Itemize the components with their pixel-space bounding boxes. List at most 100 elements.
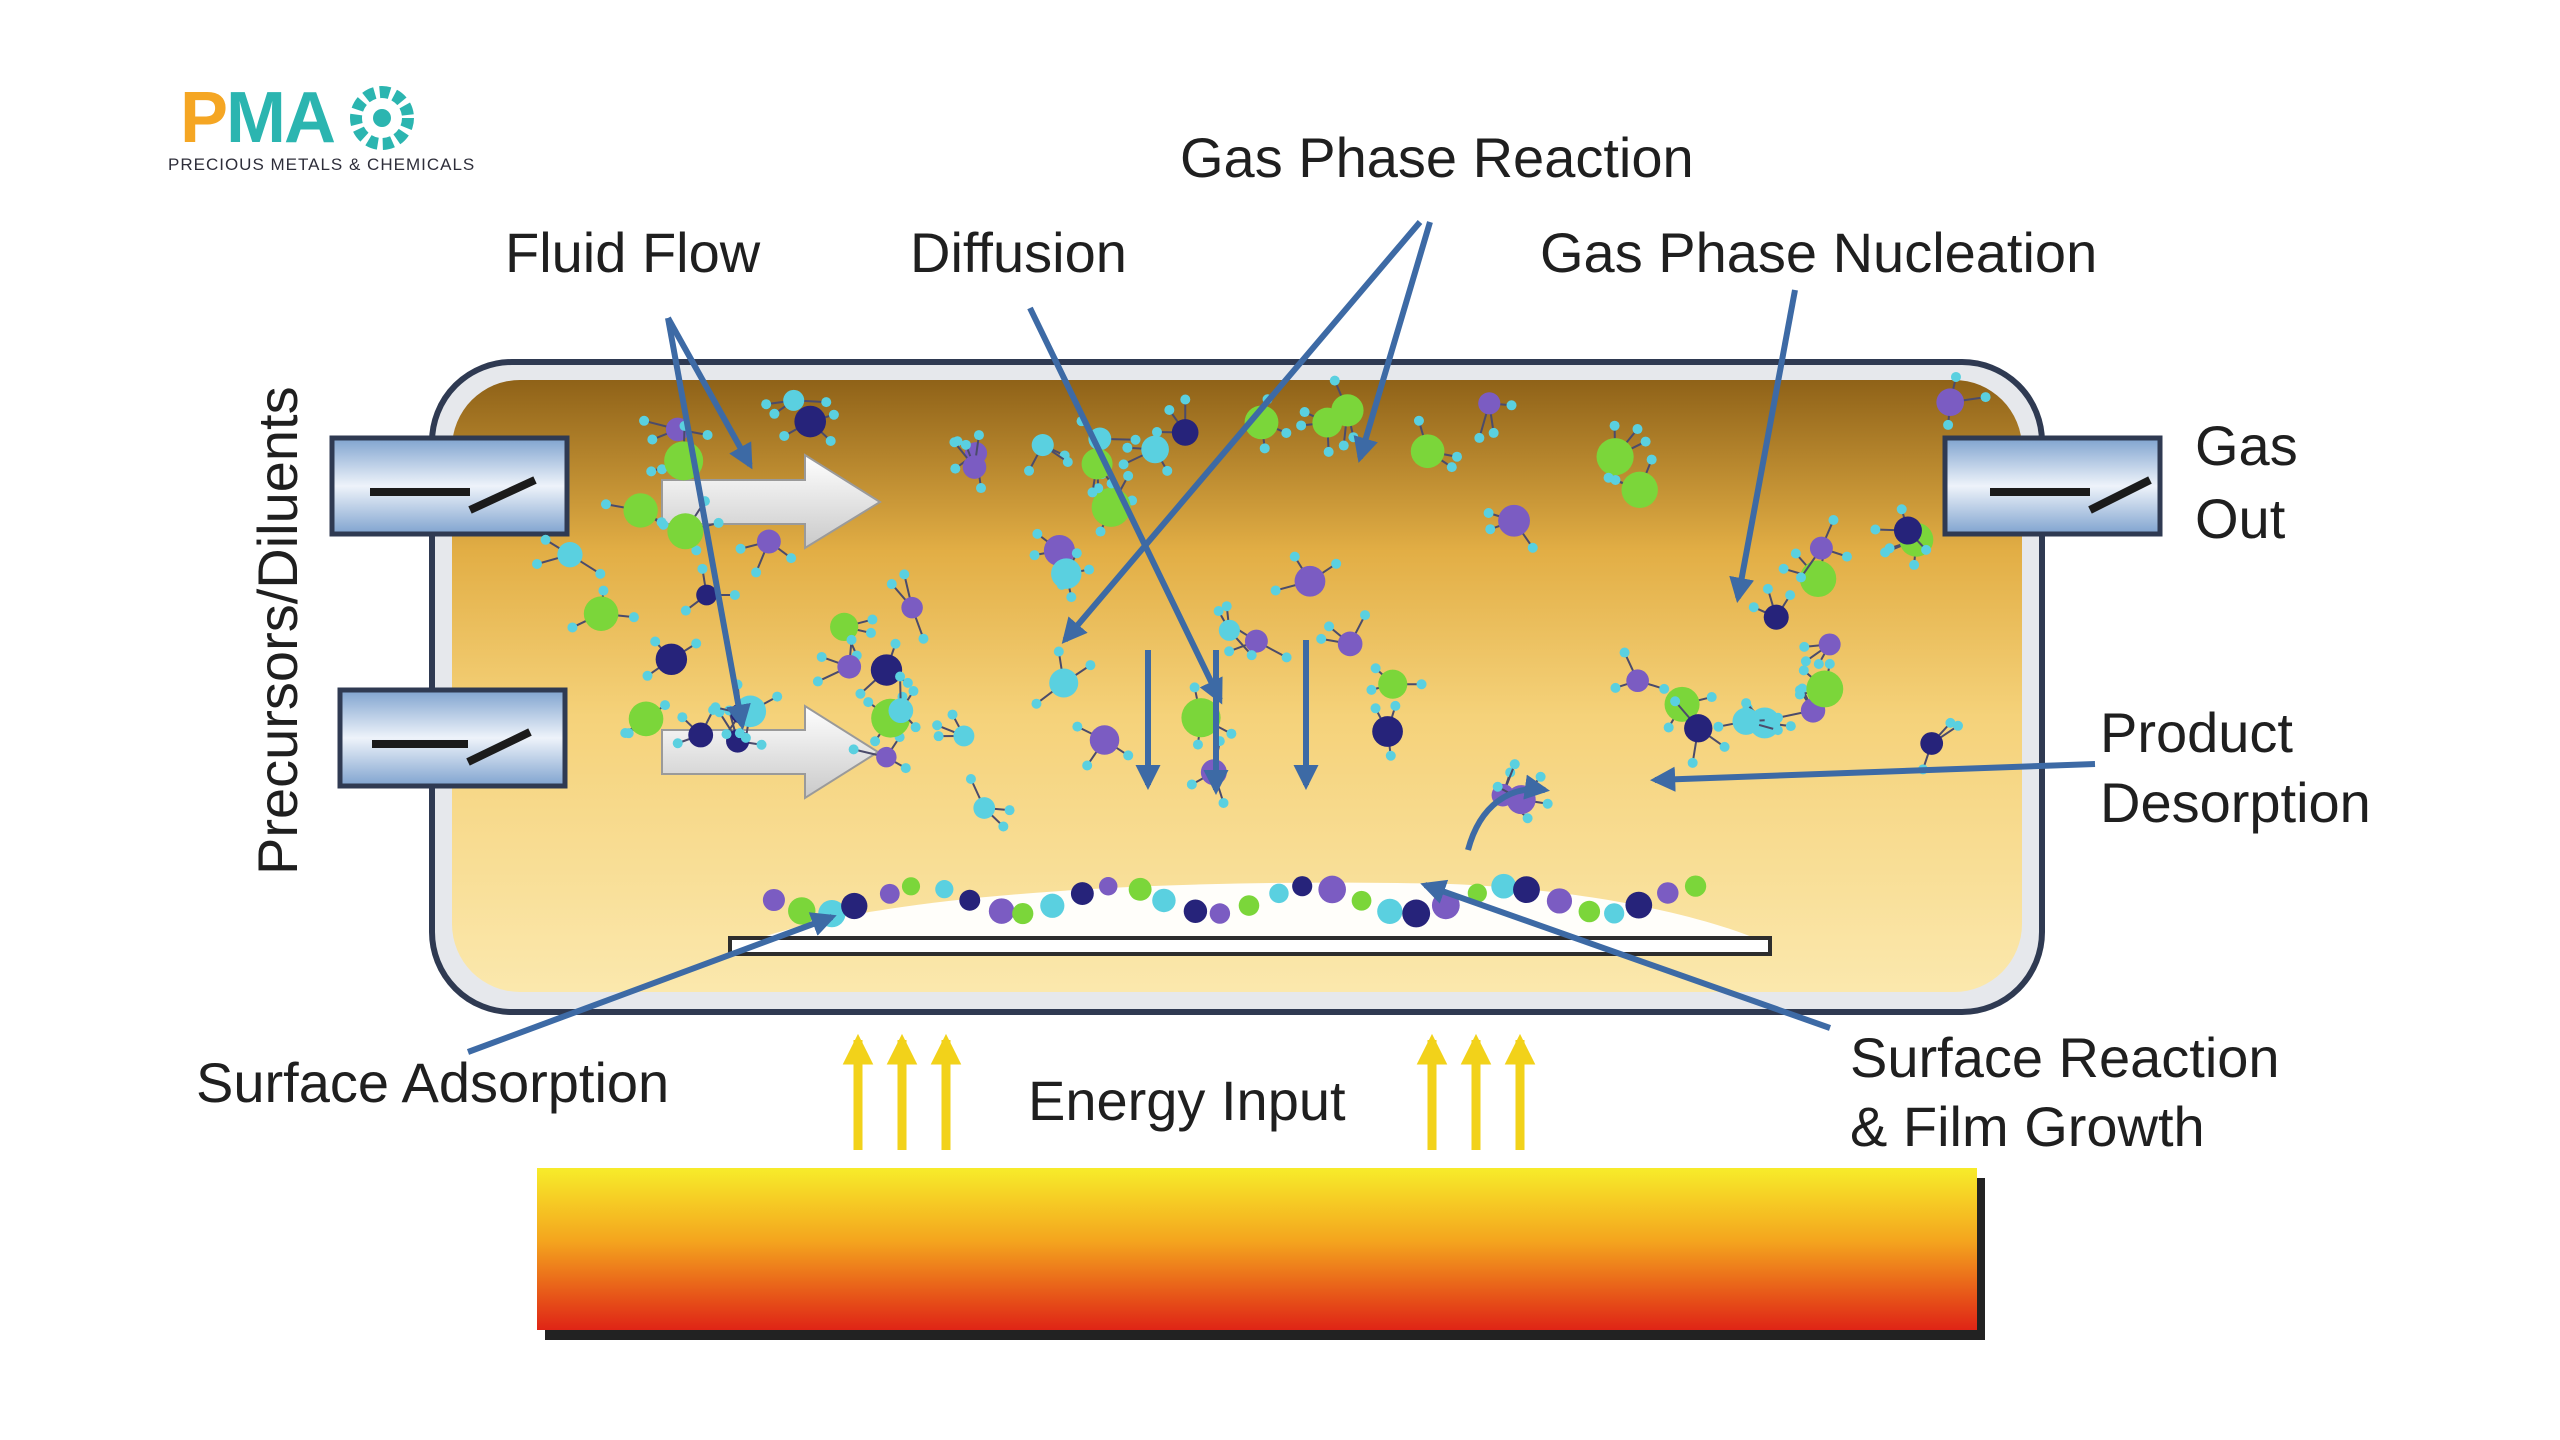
molecule [1072, 721, 1134, 771]
label-gas-out-line1: Gas [2195, 414, 2298, 477]
film-molecule [1099, 877, 1118, 896]
molecule [1670, 696, 1730, 768]
logo-letter-m: M [226, 78, 286, 158]
logo-tagline: PRECIOUS METALS & CHEMICALS [168, 155, 476, 174]
molecule [848, 732, 911, 774]
film-molecule [1040, 893, 1065, 918]
film-molecule [1578, 900, 1601, 923]
pmac-logo: P M A [180, 78, 414, 158]
molecule [680, 563, 740, 616]
label-surface-adsorption: Surface Adsorption [196, 1051, 669, 1114]
film-molecule [1604, 903, 1625, 924]
molecule [965, 774, 1015, 832]
film-molecule [988, 898, 1015, 924]
molecule [1316, 610, 1371, 657]
label-product-desorption-line1: Product [2100, 701, 2293, 764]
film-molecule [1128, 877, 1152, 901]
surface-reaction-arrow [1420, 879, 1831, 1031]
molecule [1024, 433, 1073, 476]
label-gas-phase-reaction: Gas Phase Reaction [1180, 126, 1694, 189]
film-molecule [959, 889, 981, 911]
molecule [532, 534, 606, 579]
logo-letter-p: P [180, 78, 228, 158]
molecule [567, 585, 639, 633]
molecule [1051, 548, 1095, 603]
flow-arrow-bottom [661, 704, 880, 800]
molecule [1366, 663, 1427, 699]
molecule [1596, 420, 1651, 476]
diffusion-arrows [1135, 640, 1319, 796]
label-energy-input: Energy Input [1028, 1069, 1346, 1132]
outlet-pipe [1942, 435, 2163, 537]
film-molecule [788, 897, 816, 925]
film-molecule [1183, 899, 1208, 923]
molecule [1796, 515, 1852, 583]
film-molecule [1467, 883, 1487, 903]
molecule [1794, 658, 1844, 708]
energy-arrows-right [1416, 1033, 1536, 1150]
product-desorption-arrow [1649, 761, 2096, 792]
molecule [779, 405, 839, 446]
molecule [932, 709, 975, 747]
molecule [1270, 551, 1342, 597]
molecule [600, 493, 669, 530]
film-molecule [1209, 903, 1231, 924]
molecule [855, 638, 913, 699]
gas-phase-reaction-arrow-2 [1353, 221, 1433, 463]
film-molecule [1513, 876, 1540, 904]
molecule [1799, 633, 1841, 669]
callout-arrows [466, 220, 2096, 1055]
film-molecule [1546, 888, 1573, 914]
film-molecule [1238, 895, 1260, 916]
logo-gear-icon [350, 86, 414, 150]
molecule [1870, 504, 1932, 555]
gas-phase-nucleation-arrow [1729, 289, 1798, 603]
molecule [1610, 647, 1670, 694]
label-precursors-diluents: Precursors/Diluents [246, 386, 309, 875]
film-molecule [1684, 875, 1707, 897]
film-molecule [1402, 899, 1431, 928]
film-molecule [762, 888, 785, 912]
label-surface-reaction-line2: & Film Growth [1850, 1095, 2205, 1158]
inlet-pipe-bottom [337, 687, 568, 789]
molecule [888, 671, 921, 733]
diffusion-arrow [1027, 306, 1223, 705]
molecule [1713, 707, 1783, 736]
gas-phase-reaction-arrow-1 [1061, 220, 1423, 644]
molecule [672, 704, 719, 749]
logo-letter-a: A [284, 78, 336, 158]
label-gas-phase-nucleation: Gas Phase Nucleation [1540, 221, 2097, 284]
molecule [735, 529, 797, 578]
inlet-pipe-top [329, 435, 570, 537]
label-diffusion: Diffusion [910, 221, 1127, 284]
molecule [1296, 407, 1343, 457]
molecule [1031, 646, 1096, 709]
molecule [1936, 371, 1991, 430]
energy-arrows-left [842, 1033, 962, 1150]
label-surface-reaction-line1: Surface Reaction [1850, 1026, 2280, 1089]
film-molecule [1152, 888, 1176, 913]
fluid-flow-arrow-2 [665, 317, 751, 730]
film-molecule [1351, 890, 1372, 911]
surface-adsorption-arrow [466, 912, 837, 1055]
film-molecule [1377, 898, 1403, 925]
film-molecule [1625, 891, 1653, 919]
molecule [1483, 504, 1538, 553]
fluid-flow-arrow-1 [665, 316, 753, 470]
molecule [642, 636, 702, 681]
heater [537, 1168, 1985, 1340]
desorption-curve-arrow [1465, 774, 1550, 851]
molecule [886, 569, 929, 644]
molecule [1474, 392, 1517, 443]
film-molecule [1012, 902, 1034, 925]
film-molecule [901, 877, 921, 896]
label-fluid-flow: Fluid Flow [505, 221, 761, 284]
film-molecule [935, 880, 954, 899]
film-molecule [1657, 882, 1679, 904]
molecule [1410, 415, 1463, 473]
molecule [1118, 435, 1173, 476]
molecule [812, 634, 862, 687]
film-molecule [1292, 876, 1313, 897]
molecule [1603, 454, 1658, 509]
